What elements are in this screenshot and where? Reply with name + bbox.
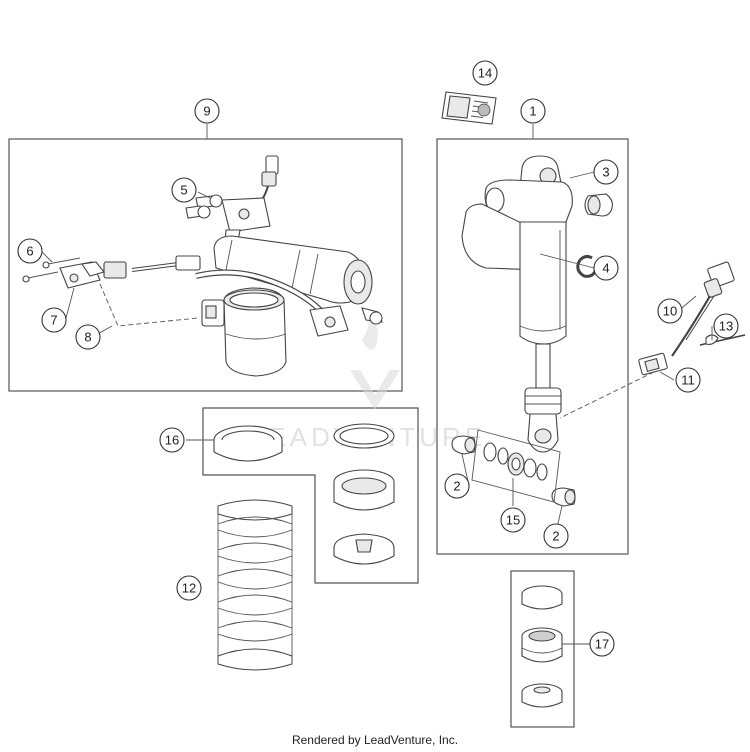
callout-2-right: 2	[543, 523, 569, 549]
callout-7: 7	[41, 307, 67, 333]
svg-text:10: 10	[663, 304, 677, 319]
part-3-bushing	[584, 193, 613, 217]
callout-17: 17	[589, 631, 615, 657]
svg-text:4: 4	[602, 261, 609, 276]
part-2-bushing-left	[451, 435, 476, 455]
callout-2-left: 2	[444, 473, 470, 499]
dashed-leader-sensor	[559, 371, 655, 419]
callout-8: 8	[75, 324, 101, 350]
callout-9: 9	[194, 98, 220, 124]
group-box-16	[202, 407, 419, 584]
svg-text:15: 15	[506, 513, 520, 528]
part-4-circlip	[576, 254, 598, 278]
callout-1: 1	[520, 98, 546, 124]
part-17-bump-stop	[521, 683, 563, 708]
part-9-linkage-assembly	[59, 155, 383, 377]
group-box-17	[510, 570, 575, 728]
group-box-9	[8, 138, 403, 392]
callout-6: 6	[17, 238, 43, 264]
callout-14: 14	[472, 60, 498, 86]
svg-text:14: 14	[478, 66, 492, 81]
part-5-bolts	[185, 194, 223, 219]
part-12-coil-spring	[217, 499, 293, 671]
callout-16: 16	[159, 427, 185, 453]
svg-text:17: 17	[595, 637, 609, 652]
part-15-bearing-kit	[471, 429, 561, 503]
svg-text:13: 13	[719, 319, 733, 334]
callout-10: 10	[657, 298, 683, 324]
part-10-sensor-cable	[671, 261, 735, 357]
callout-12: 12	[176, 575, 202, 601]
callout-4: 4	[593, 255, 619, 281]
callout-13: 13	[713, 313, 739, 339]
svg-text:6: 6	[26, 244, 33, 259]
svg-text:9: 9	[203, 104, 210, 119]
callout-3: 3	[593, 159, 619, 185]
part-1-shock-absorber	[461, 155, 573, 453]
part-16-ring	[333, 423, 395, 449]
part-11-sensor-connector	[638, 352, 668, 376]
callout-5: 5	[171, 177, 197, 203]
svg-text:7: 7	[50, 313, 57, 328]
footer-credit: Rendered by LeadVenture, Inc.	[291, 733, 459, 747]
svg-text:2: 2	[552, 529, 559, 544]
part-14-label-sticker	[441, 91, 497, 125]
callout-11: 11	[675, 367, 701, 393]
svg-text:16: 16	[165, 433, 179, 448]
part-16-spring-retainer	[213, 425, 283, 462]
part-6-screws	[22, 257, 81, 283]
svg-text:12: 12	[182, 581, 196, 596]
dashed-leader-sensor-arm	[99, 283, 199, 327]
part-16-split-collar	[333, 533, 395, 565]
svg-text:11: 11	[681, 373, 695, 388]
svg-text:2: 2	[453, 479, 460, 494]
svg-text:3: 3	[602, 165, 609, 180]
svg-text:1: 1	[529, 104, 536, 119]
group-box-1	[436, 138, 629, 555]
callout-15: 15	[500, 507, 526, 533]
part-2-bushing-right	[551, 487, 576, 507]
svg-text:8: 8	[84, 330, 91, 345]
svg-text:5: 5	[180, 183, 187, 198]
part-17-seal-head	[521, 627, 563, 663]
part-16-spring-seat	[333, 469, 395, 511]
part-17-dust-seal	[521, 585, 563, 610]
